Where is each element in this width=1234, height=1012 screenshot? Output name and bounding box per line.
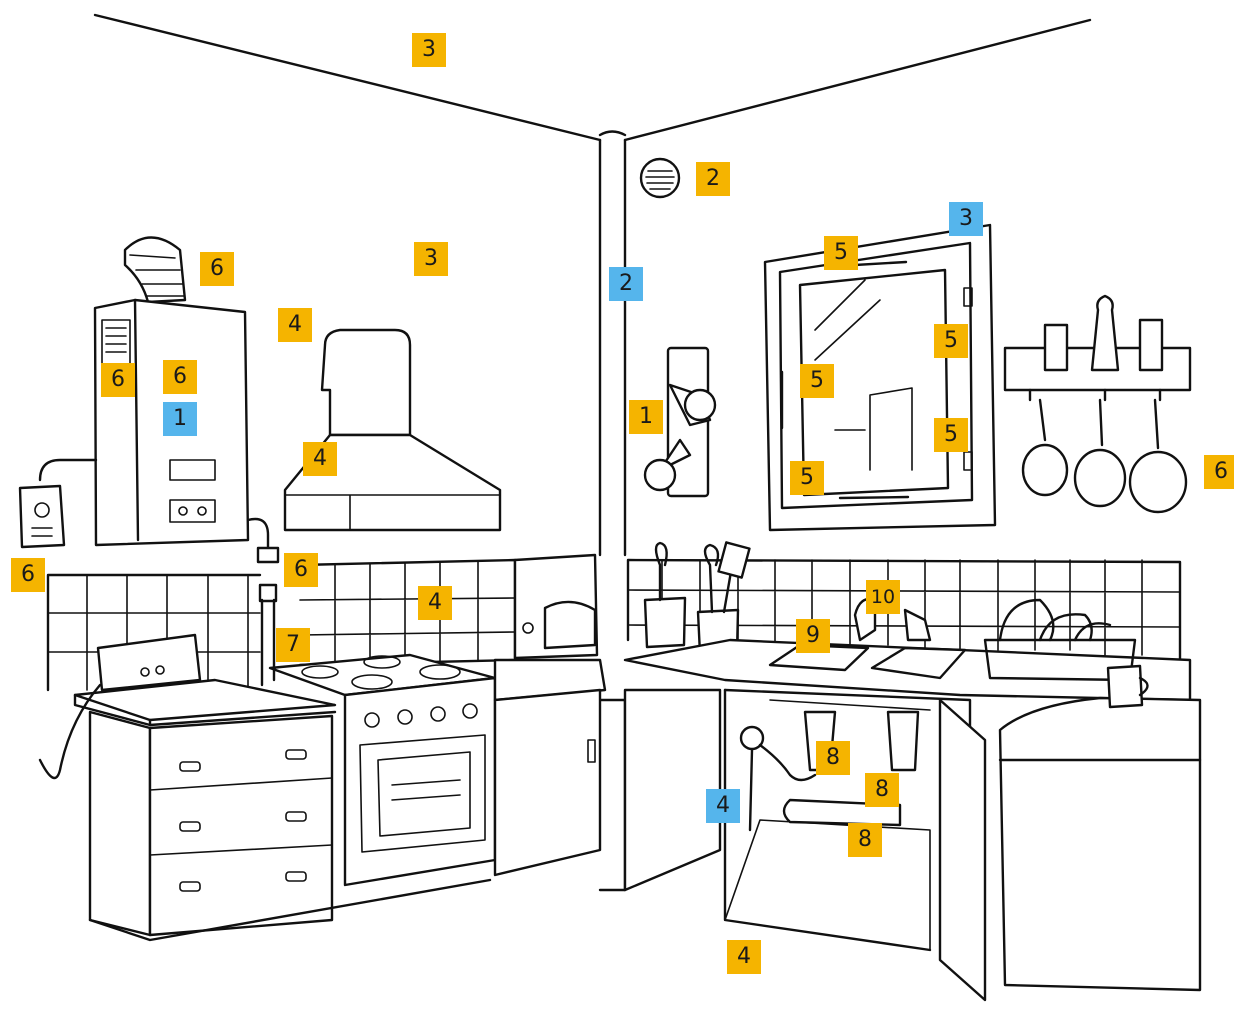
marker-hood: 4	[303, 442, 337, 476]
pan-rack-icon	[1005, 296, 1190, 512]
marker-drain: 8	[848, 823, 882, 857]
marker-window-right-upper: 5	[934, 324, 968, 358]
marker-gas-valve: 6	[284, 553, 318, 587]
marker-ceiling-1: 3	[412, 33, 446, 67]
marker-boiler-left: 6	[101, 363, 135, 397]
marker-window-right-lower: 5	[934, 418, 968, 452]
marker-window-bottom: 5	[790, 461, 824, 495]
marker-spotlights: 1	[629, 400, 663, 434]
marker-wall-left: 3	[414, 242, 448, 276]
marker-floor: 4	[727, 940, 761, 974]
vent-icon	[641, 159, 679, 197]
marker-boiler-right: 6	[163, 360, 197, 394]
marker-window-top: 5	[824, 236, 858, 270]
marker-gas-hose: 7	[276, 628, 310, 662]
marker-cabinet-pipe: 4	[706, 789, 740, 823]
marker-vent: 2	[696, 162, 730, 196]
marker-socket: 6	[11, 558, 45, 592]
marker-backsplash: 4	[418, 586, 452, 620]
marker-flue: 6	[200, 252, 234, 286]
marker-sink: 9	[796, 619, 830, 653]
marker-window-top-corner: 3	[949, 202, 983, 236]
marker-wall-behind-hood: 4	[278, 308, 312, 342]
marker-trap-1: 8	[816, 741, 850, 775]
marker-pipe: 2	[609, 267, 643, 301]
gas-hose-icon	[248, 519, 278, 685]
marker-window-handle: 5	[800, 364, 834, 398]
marker-trap-2: 8	[865, 773, 899, 807]
marker-boiler: 1	[163, 402, 197, 436]
cabinets	[40, 542, 1200, 1000]
marker-faucet: 10	[866, 580, 900, 614]
marker-pans: 6	[1204, 455, 1234, 489]
hood-icon	[285, 330, 500, 530]
